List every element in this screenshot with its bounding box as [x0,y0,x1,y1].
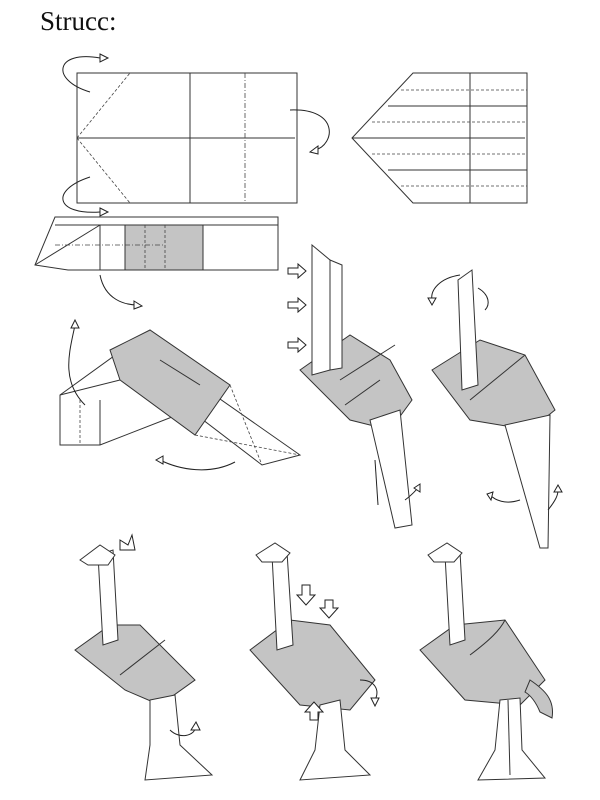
push-arrow-icon [287,336,307,354]
step-6-neck-fold [427,269,563,549]
fold-arrow-icon [62,176,101,213]
push-arrow-icon [119,533,136,551]
push-arrow-icon [287,296,307,314]
step-5-bird-base [287,243,421,529]
push-arrow-icon [318,599,340,619]
fold-arrow-icon [289,109,330,151]
fold-arrow-icon [62,56,101,93]
push-arrow-icon [303,701,325,721]
step-8-shape-body [249,542,380,781]
step-9-finished-ostrich [419,542,554,781]
push-arrow-icon [287,262,307,280]
step-2-pointed-shape [351,72,528,204]
step-3-long-strip [34,216,279,310]
step-1-rectangle [62,53,330,217]
page-title: Strucc: [40,6,117,36]
step-7-head [74,533,214,781]
step-4-bent-strip [59,318,302,471]
push-arrow-icon [295,584,317,606]
